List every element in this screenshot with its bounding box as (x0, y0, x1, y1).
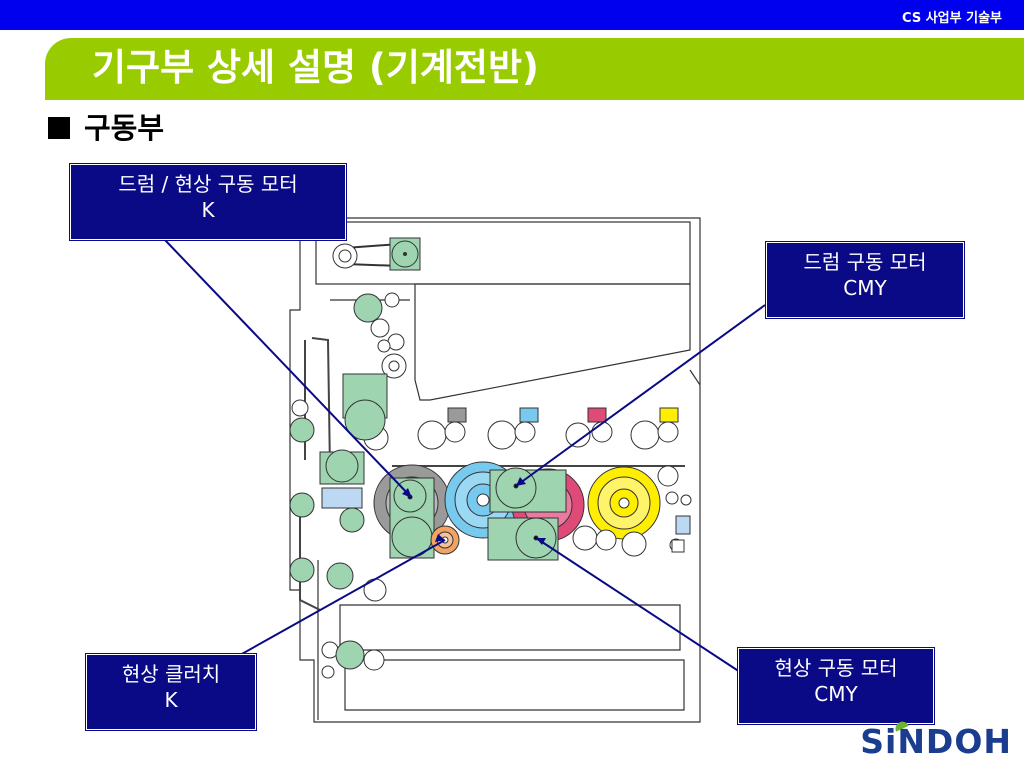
label-line2: K (201, 198, 215, 222)
page-title: 기구부 상세 설명 (기계전반) (92, 46, 539, 89)
left-motors (319, 373, 388, 509)
top-motor (332, 237, 421, 271)
label-line1: 현상 구동 모터 (774, 656, 898, 680)
department-label: CS 사업부 기술부 (902, 11, 1002, 26)
label-line2: CMY (843, 276, 887, 300)
left-gear-train (289, 292, 407, 679)
square-bullet-icon (48, 117, 70, 139)
section-heading: 구동부 (48, 108, 164, 148)
title-band (45, 38, 1024, 100)
sindoh-logo: SiNDOH (860, 722, 1012, 761)
label-dev-clutch-k: 현상 클러치 K (86, 654, 256, 730)
label-line1: 현상 클러치 (121, 662, 221, 686)
dev-motor-cmy (487, 517, 559, 561)
label-drum-dev-motor-k: 드럼 / 현상 구동 모터 K (70, 164, 346, 240)
drum-dev-motor-k (389, 477, 435, 559)
label-line2: CMY (814, 682, 858, 706)
label-dev-motor-cmy: 현상 구동 모터 CMY (738, 648, 934, 724)
transfer-belt (299, 337, 685, 611)
drum-motor-cmy (489, 467, 567, 513)
machine-frame (289, 217, 701, 723)
pointer-arrowheads (402, 477, 546, 545)
label-drum-motor-cmy: 드럼 구동 모터 CMY (766, 242, 964, 318)
label-line2: K (164, 688, 178, 712)
label-line1: 드럼 / 현상 구동 모터 (118, 172, 298, 196)
pointer-lines (164, 239, 766, 673)
section-heading-text: 구동부 (84, 111, 165, 145)
label-line1: 드럼 구동 모터 (803, 250, 927, 274)
top-bar (0, 0, 1024, 30)
developer-row (417, 407, 679, 450)
drum-y (587, 466, 661, 540)
right-sensor (671, 515, 691, 553)
